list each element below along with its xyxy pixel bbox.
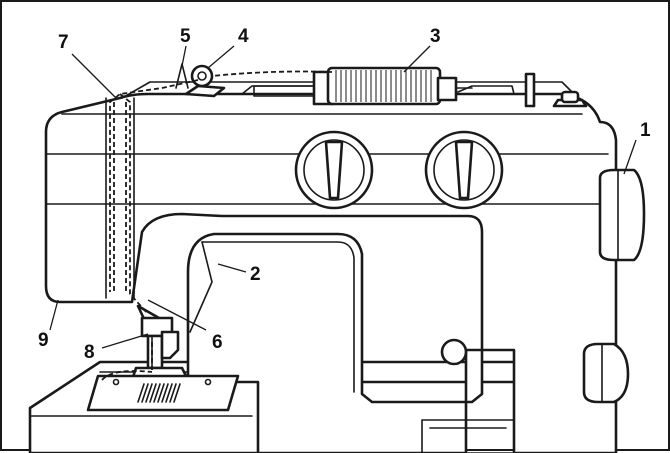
callout-8: 8	[84, 342, 95, 363]
callout-2: 2	[250, 264, 261, 285]
callout-labels: 1 2 3 4 5 6 7 8 9	[38, 26, 651, 363]
leader-5	[181, 45, 187, 67]
leader-9	[49, 299, 59, 331]
feed-dog-slots	[137, 383, 181, 403]
leader-1	[623, 139, 637, 175]
callout-1: 1	[640, 120, 651, 141]
thread-windings	[335, 70, 432, 102]
leader-3	[403, 45, 431, 73]
callout-6: 6	[212, 332, 223, 353]
handwheel	[598, 168, 646, 262]
callout-5: 5	[180, 26, 191, 47]
leader-2	[217, 263, 247, 273]
bobbin-winder	[524, 72, 588, 108]
callout-7: 7	[58, 32, 69, 53]
stitch-dial-left	[294, 130, 374, 210]
spool-assembly	[312, 66, 473, 106]
callout-4: 4	[238, 26, 249, 47]
leader-8	[101, 333, 149, 349]
callout-9: 9	[38, 330, 49, 351]
leader-7	[71, 53, 117, 99]
leader-6	[147, 299, 207, 331]
callout-leaders	[49, 45, 637, 349]
leader-4	[207, 45, 235, 69]
stitch-dial-right	[424, 130, 504, 210]
lower-knob	[582, 342, 630, 404]
thread-path	[101, 70, 333, 381]
callout-3: 3	[430, 26, 441, 47]
arm-button	[440, 338, 468, 366]
needle-plate	[86, 374, 240, 412]
